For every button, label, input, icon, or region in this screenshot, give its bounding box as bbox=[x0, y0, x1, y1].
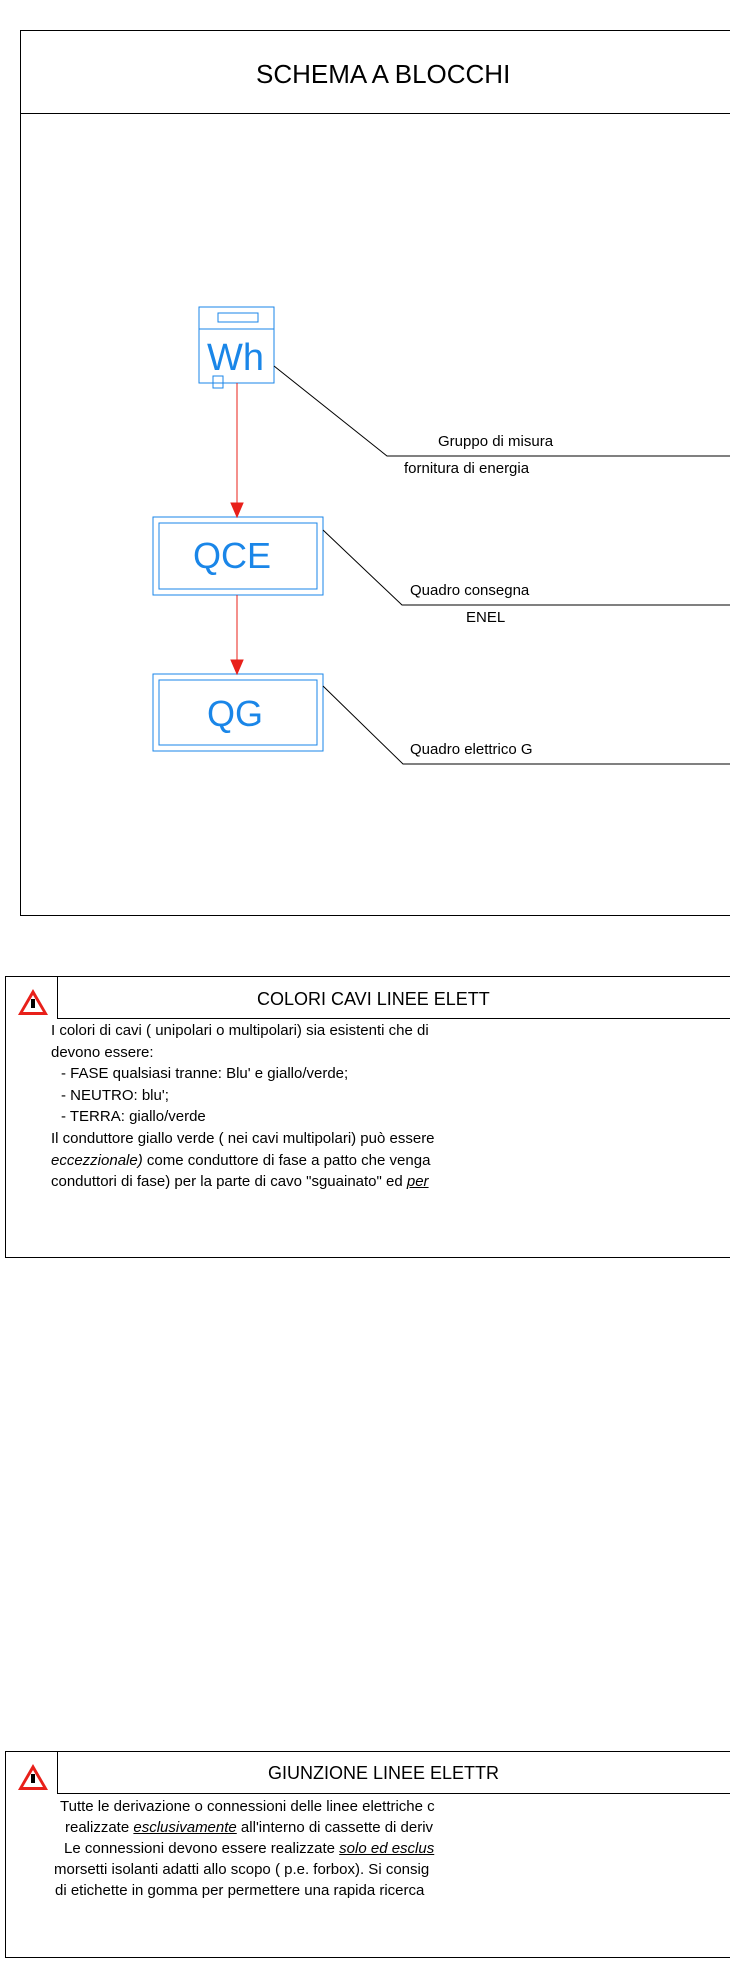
note-junctions-header-bottom bbox=[57, 1793, 730, 1794]
note-line: - TERRA: giallo/verde bbox=[61, 1108, 206, 1126]
callout-qce-line2: ENEL bbox=[466, 609, 506, 626]
callout-qg-line1: Quadro elettrico G bbox=[410, 741, 533, 758]
note-cable-colors-header-bottom bbox=[57, 1018, 730, 1019]
note-italic: eccezzionale) bbox=[51, 1151, 143, 1169]
diagram-frame bbox=[20, 30, 730, 916]
leader-lines bbox=[273, 365, 730, 765]
note-junctions bbox=[5, 1751, 730, 1958]
callout-qce-line1: Quadro consegna bbox=[410, 582, 530, 599]
qce-block bbox=[152, 516, 324, 596]
note-emphasis: solo ed esclus bbox=[339, 1840, 435, 1857]
note-cable-colors-body: I colori di cavi ( unipolari o multipola… bbox=[51, 1020, 435, 1193]
note-text: come conduttore di fase a patto che veng… bbox=[142, 1151, 431, 1169]
arrow-qce-to-qg bbox=[230, 595, 244, 676]
note-line: Il conduttore giallo verde ( nei cavi mu… bbox=[51, 1129, 435, 1147]
callout-meter-line2: fornitura di energia bbox=[404, 460, 530, 477]
callout-meter-line1: Gruppo di misura bbox=[438, 433, 554, 450]
note-line: devono essere: bbox=[51, 1043, 154, 1061]
qg-block-label: QG bbox=[207, 693, 264, 734]
note-line: I colori di cavi ( unipolari o multipola… bbox=[51, 1022, 429, 1039]
note-line: - NEUTRO: blu'; bbox=[61, 1086, 169, 1104]
note-cable-colors-title: COLORI CAVI LINEE ELETT bbox=[257, 989, 490, 1009]
warning-icon bbox=[18, 1764, 48, 1790]
title-divider bbox=[20, 113, 730, 114]
warning-icon bbox=[18, 989, 48, 1015]
note-line: Tutte le derivazione o connessioni delle… bbox=[60, 1798, 435, 1815]
diagram-title: SCHEMA A BLOCCHI bbox=[256, 59, 511, 89]
note-cable-colors bbox=[5, 976, 730, 1258]
note-text: all'interno di cassette di deriv bbox=[236, 1819, 434, 1836]
note-line: realizzate esclusivamente all'interno di… bbox=[60, 1817, 435, 1838]
note-emphasis: per bbox=[406, 1173, 429, 1191]
note-junctions-body: Tutte le derivazione o connessioni delle… bbox=[54, 1796, 435, 1901]
note-junctions-header-left bbox=[57, 1751, 58, 1793]
note-line: Le connessioni devono essere realizzate … bbox=[60, 1838, 435, 1859]
diagram-graphics bbox=[152, 306, 730, 765]
note-line: di etichette in gomma per permettere una… bbox=[55, 1882, 425, 1899]
arrow-wh-to-qce bbox=[230, 383, 244, 519]
note-emphasis: esclusivamente bbox=[133, 1819, 237, 1836]
note-text: realizzate bbox=[65, 1819, 134, 1836]
note-text: conduttori di fase) per la parte di cavo… bbox=[51, 1173, 407, 1191]
qce-block-label: QCE bbox=[193, 535, 272, 576]
note-text: Le connessioni devono essere realizzate bbox=[64, 1840, 340, 1857]
note-cable-colors-header-left bbox=[57, 976, 58, 1018]
note-junctions-title: GIUNZIONE LINEE ELETTR bbox=[268, 1763, 500, 1783]
wh-block-label: Wh bbox=[207, 337, 264, 379]
qg-block bbox=[152, 673, 324, 752]
note-line: eccezzionale) come conduttore di fase a … bbox=[51, 1150, 435, 1172]
note-line: conduttori di fase) per la parte di cavo… bbox=[51, 1171, 435, 1193]
note-line: morsetti isolanti adatti allo scopo ( p.… bbox=[54, 1861, 430, 1878]
note-line: - FASE qualsiasi tranne: Blu' e giallo/v… bbox=[61, 1065, 349, 1083]
